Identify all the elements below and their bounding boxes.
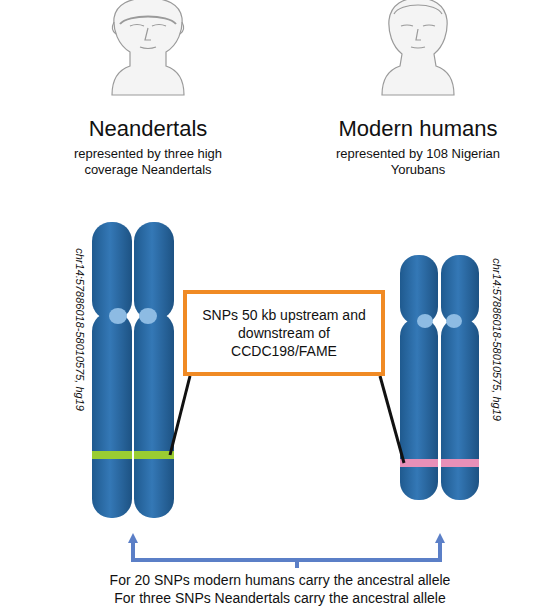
leader-line xyxy=(170,376,190,455)
group-heading: Modern humans xyxy=(308,116,528,142)
group-subtitle: represented by 108 Nigerian Yorubans xyxy=(318,146,518,177)
modern-human-face xyxy=(382,0,454,95)
comparison-bracket xyxy=(131,538,442,568)
box-text: SNPs 50 kb upstream and downstream of CC… xyxy=(195,306,373,361)
modern-human-chromosome xyxy=(400,255,479,500)
region-label: chr14:57886018-58010575, hg19 xyxy=(489,259,502,422)
leader-line xyxy=(380,376,404,463)
neandertal-face xyxy=(112,0,184,95)
group-heading: Neandertals xyxy=(38,116,258,142)
region-box: SNPs 50 kb upstream and downstream of CC… xyxy=(183,290,385,376)
group-subtitle: represented by three high coverage Neand… xyxy=(48,146,248,177)
summary-note: For three SNPs Neandertals carry the anc… xyxy=(10,590,550,607)
neandertal-chromosome xyxy=(92,222,174,518)
summary-note: For 20 SNPs modern humans carry the ance… xyxy=(10,572,550,589)
region-label: chr14:57886018-58010575, hg19 xyxy=(72,249,85,412)
